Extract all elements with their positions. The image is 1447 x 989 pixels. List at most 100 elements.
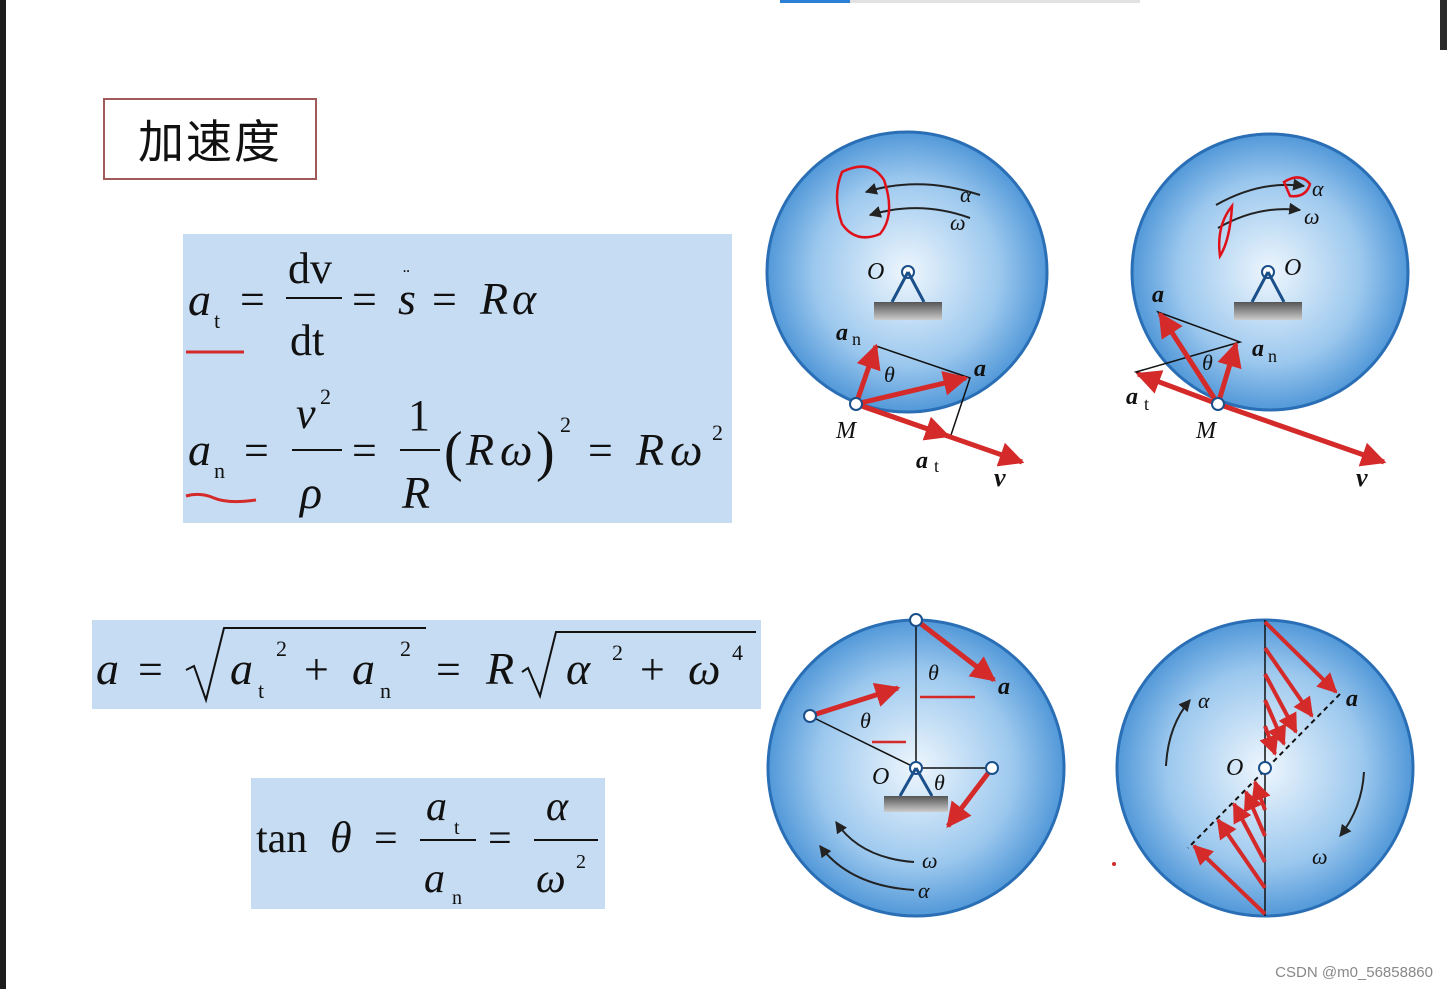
eq1-eq3: = xyxy=(432,275,457,324)
label-alpha: α xyxy=(1312,176,1324,201)
eq2-eq1: = xyxy=(244,426,269,475)
label-at: a xyxy=(916,448,928,474)
label-an-sub: n xyxy=(1268,346,1277,366)
vector-upper-3 xyxy=(1263,673,1298,734)
eq4-sub-t: t xyxy=(454,817,460,839)
eq2-omega2: ω xyxy=(670,424,702,475)
eq2-omega-sq: 2 xyxy=(712,420,723,445)
eq4-omega: ω xyxy=(536,856,566,902)
point-left xyxy=(803,709,817,723)
label-O: O xyxy=(867,259,884,285)
label-omega: ω xyxy=(1304,204,1320,229)
eq4-omega-sq: 2 xyxy=(576,851,586,873)
eq1-eq2: = xyxy=(352,275,377,324)
point-M xyxy=(849,397,863,411)
pivot-support xyxy=(898,767,934,797)
vector-lower-2 xyxy=(1216,818,1267,890)
eq3-plus2: + xyxy=(640,645,665,694)
formula-box-tan-theta xyxy=(251,778,605,909)
vector-lower-5 xyxy=(1251,780,1271,811)
ground xyxy=(874,302,942,320)
eq3-sub-n: n xyxy=(380,678,391,703)
label-a: a xyxy=(1152,282,1164,308)
eq2-v-sq: 2 xyxy=(320,384,331,409)
hand-circle-annotation xyxy=(1282,176,1312,198)
label-alpha: α xyxy=(1198,688,1210,713)
hand-circle-annotation xyxy=(835,165,891,239)
eq3-R: R xyxy=(485,643,514,694)
eq1-a: a xyxy=(188,274,211,325)
point-top xyxy=(909,613,923,627)
label-an: a xyxy=(1252,336,1264,362)
label-omega: ω xyxy=(950,210,966,235)
alpha-arrow xyxy=(864,183,981,196)
vector-lower-1 xyxy=(1192,844,1267,916)
diagram-theta-same-all-points: O θ θ θ a ω α xyxy=(766,613,1066,918)
eq3-omega: ω xyxy=(688,643,720,694)
vector-lower-4 xyxy=(1243,790,1267,837)
eq3-sqrt2 xyxy=(521,631,756,700)
alpha-arrow xyxy=(819,845,915,891)
alpha-arrow xyxy=(1165,699,1191,767)
equation-normal: a n = v 2 ρ = 1 R ( R ω ) 2 = R ω 2 xyxy=(185,384,723,518)
eq3-eq1: = xyxy=(138,645,163,694)
point-right xyxy=(985,761,999,775)
vector-upper-5 xyxy=(1259,725,1279,756)
label-alpha: α xyxy=(918,878,930,903)
equation-tangential: a t = dv dt = s ¨ = R α xyxy=(186,244,537,365)
omega-arrow xyxy=(868,206,971,219)
label-O: O xyxy=(1226,755,1243,781)
label-M: M xyxy=(835,418,858,444)
label-omega: ω xyxy=(1312,844,1328,869)
label-v: v xyxy=(1356,463,1368,492)
diagram-acceleration-distribution: O a α ω xyxy=(1112,618,1415,918)
diagram-decelerating-disk: α ω O M a a n θ a t v xyxy=(1126,132,1410,492)
eq2-omega: ω xyxy=(500,424,532,475)
label-a: a xyxy=(998,674,1010,700)
vector-v xyxy=(1217,401,1387,467)
eq2-R: R xyxy=(465,424,494,475)
slide-title: 加速度 xyxy=(103,98,317,180)
label-O: O xyxy=(1284,255,1301,281)
eq2-v: v xyxy=(296,389,316,438)
eq2-rho: ρ xyxy=(298,467,322,518)
eq4-eq2: = xyxy=(488,816,512,862)
eq2-eq3: = xyxy=(588,426,613,475)
vector-upper-4 xyxy=(1263,699,1287,746)
vector-upper-2 xyxy=(1263,646,1314,718)
vectors-upper xyxy=(1259,620,1338,756)
ground xyxy=(884,796,948,812)
eq2-lparen: ( xyxy=(444,421,463,483)
vector-a-left xyxy=(809,682,901,719)
label-O: O xyxy=(872,764,889,790)
eq2-one: 1 xyxy=(408,391,430,440)
eq3-at: a xyxy=(230,643,253,694)
eq2-a: a xyxy=(188,424,211,475)
label-theta-left: θ xyxy=(860,708,871,733)
hand-mark-annotation xyxy=(1218,202,1234,260)
label-at: a xyxy=(1126,384,1138,410)
eq1-R: R xyxy=(479,273,508,324)
eq4-tan: tan xyxy=(256,816,307,862)
eq4-at: a xyxy=(426,784,447,830)
label-at-sub: t xyxy=(1144,394,1149,414)
label-M: M xyxy=(1195,418,1218,444)
eq4-theta: θ xyxy=(330,813,352,862)
eq3-plus1: + xyxy=(304,645,329,694)
window-edge-right xyxy=(1440,0,1447,50)
vector-lower-3 xyxy=(1232,802,1267,863)
point-M xyxy=(1211,397,1225,411)
eq1-s: s xyxy=(398,273,416,324)
label-an: a xyxy=(836,320,848,346)
vector-a xyxy=(1157,311,1221,406)
diagram-accelerating-disk: α ω O M a n θ a a t v xyxy=(765,130,1049,492)
eq1-sub-t: t xyxy=(214,308,220,333)
pivot-O xyxy=(1258,761,1272,775)
ground xyxy=(1234,302,1302,320)
eq3-an: a xyxy=(352,643,375,694)
vector-a xyxy=(855,371,969,407)
label-a: a xyxy=(974,356,986,382)
eq2-rparen: ) xyxy=(536,421,555,483)
progress-bar xyxy=(780,0,1140,3)
